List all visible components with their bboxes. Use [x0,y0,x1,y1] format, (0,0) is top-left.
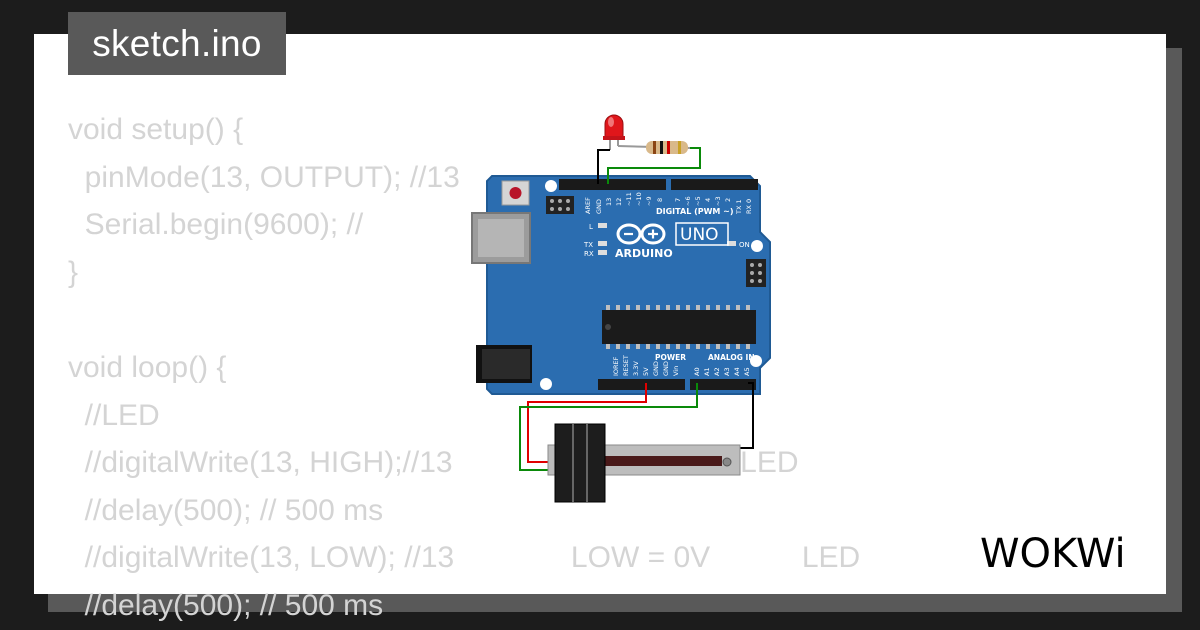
mounting-hole [750,355,762,367]
digital-label: DIGITAL (PWM ~) [656,207,734,216]
pin-label: A1 [703,367,711,376]
pin-label: Vin [672,366,680,376]
arduino-logo [616,223,666,245]
power-analog-header[interactable] [598,379,756,390]
pin-label: GND [662,361,670,376]
pin-label: TX 1 [735,199,743,215]
pin-label: IOREF [612,356,620,376]
mounting-hole [545,180,557,192]
pin-label: RX 0 [745,199,753,214]
wokwi-logo-text: WOKWi [980,531,1126,577]
pin-label: 8 [656,198,664,202]
code-line: } [68,255,79,289]
pin-label: AREF [584,197,592,214]
wire-a0 [519,383,698,471]
microcontroller-chip [602,305,756,349]
pin-label: A3 [723,367,731,376]
power-label: POWER [655,353,686,362]
red-led[interactable] [603,114,625,150]
pin-label: 2 [724,198,732,202]
file-tab[interactable]: sketch.ino [68,12,286,75]
brand-label: ARDUINO [615,247,673,260]
wire-gnd2 [735,382,754,449]
power-pin-labels: IOREF RESET 3.3V 5V GND GND Vin A0 A1 A2… [612,355,751,376]
code-line: //digitalWrite(13, HIGH);//13 = 5V LED [68,446,799,480]
pin-label: GND [595,199,603,214]
pin-label: A4 [733,367,741,376]
led-label-on: ON [739,241,750,249]
pin-label: 7 [674,198,682,202]
code-line: void setup() { [68,113,244,146]
pin-label: A2 [713,367,721,376]
mounting-hole [751,240,763,252]
pin-label: 5V [642,367,650,376]
pin-label: 13 [605,198,613,206]
wires[interactable] [519,147,754,471]
code-line: //LED [68,398,160,432]
model-label: UNO [680,225,719,245]
code-line: void loop() { [68,350,227,384]
slider-knob[interactable] [554,423,606,503]
pin-label: ~10 [635,192,643,206]
code-line: pinMode(13, OUTPUT); //13 [68,160,460,194]
pin-label: RESET [622,355,630,376]
resistor[interactable] [617,141,691,154]
icsp-header [546,196,574,214]
code-line: //delay(500); // 500 ms [68,493,384,527]
wokwi-logo: WOKWi [980,531,1126,577]
code-line: //delay(500); // 500 ms [68,588,384,622]
code-line: //digitalWrite(13, LOW); //13 LOW = 0V L… [68,541,861,575]
icsp-header [746,259,766,287]
pin-label: 12 [615,198,623,206]
led-label-rx: RX [584,250,594,258]
led-label-l: L [589,223,593,231]
digital-pin-labels: AREF GND 13 12 ~11 ~10 ~9 8 7 ~6 ~5 4 ~3… [584,192,753,215]
pin-label: A0 [693,367,701,376]
onboard-leds: L TX RX ON [583,223,750,258]
slide-potentiometer[interactable] [547,423,741,503]
pin-label: 3.3V [632,361,640,376]
pin-label: A5 [743,367,751,376]
code-editor[interactable]: void setup() { pinMode(13, OUTPUT); //13… [68,106,860,630]
pin-label: ~5 [694,196,702,206]
arduino-uno-board[interactable]: AREF GND 13 12 ~11 ~10 ~9 8 7 ~6 ~5 4 ~3… [471,175,771,395]
pin-label: GND [652,361,660,376]
digital-header[interactable] [559,179,758,190]
pin-label: ~9 [645,196,653,206]
wire-5v [527,383,647,463]
wire-pin13 [607,147,701,184]
wire-gnd [597,149,610,184]
led-label-tx: TX [583,241,593,249]
analog-label: ANALOG IN [708,353,755,362]
pin-label: ~3 [714,196,722,206]
mounting-hole [540,378,552,390]
pin-label: 4 [704,198,712,202]
pin-label: ~11 [625,192,633,206]
code-line: Serial.begin(9600); // [68,208,364,242]
pin-label: ~6 [684,196,692,206]
